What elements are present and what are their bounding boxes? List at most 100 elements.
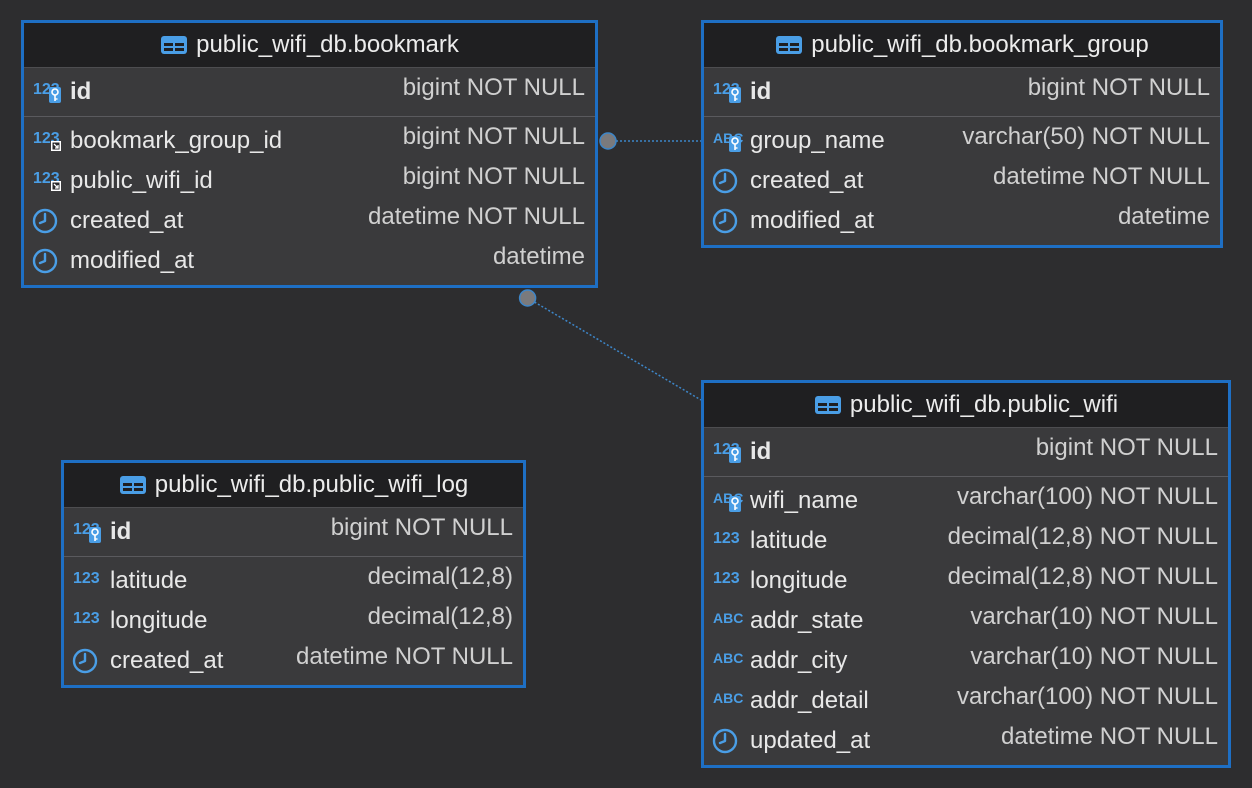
column-type: datetime NOT NULL bbox=[368, 203, 585, 230]
column-type: datetime NOT NULL bbox=[993, 163, 1210, 190]
column-type: datetime bbox=[492, 243, 585, 270]
numeric-key-icon: 123 bbox=[72, 518, 110, 546]
text-icon: ABC bbox=[712, 607, 750, 635]
table-header[interactable]: public_wifi_db.bookmark_group bbox=[704, 23, 1220, 68]
column-name: modified_at bbox=[70, 247, 195, 274]
text-key-icon: ABC bbox=[712, 487, 750, 515]
column-name: id bbox=[750, 78, 772, 105]
column-name: public_wifi_id bbox=[70, 167, 213, 194]
table-title: public_wifi_db.public_wifi bbox=[849, 391, 1119, 418]
column-type: varchar(10) NOT NULL bbox=[970, 603, 1218, 630]
table-title: public_wifi_db.bookmark_group bbox=[811, 31, 1149, 58]
column-type: varchar(10) NOT NULL bbox=[970, 643, 1218, 670]
svg-text:ABC: ABC bbox=[713, 690, 743, 706]
column-name: group_name bbox=[750, 127, 885, 154]
column-row[interactable]: ABC addr_city varchar(10) NOT NULL bbox=[704, 641, 1228, 681]
column-name: latitude bbox=[750, 527, 828, 554]
column-name: updated_at bbox=[750, 727, 871, 754]
column-name: modified_at bbox=[750, 207, 875, 234]
clock-icon bbox=[712, 167, 750, 195]
column-row[interactable]: ABC addr_detail varchar(100) NOT NULL bbox=[704, 681, 1228, 721]
table-icon bbox=[119, 475, 147, 495]
clock-icon bbox=[32, 247, 70, 275]
numeric-foreign-key-icon: 123 bbox=[32, 127, 70, 155]
column-name: addr_detail bbox=[750, 687, 869, 714]
column-row[interactable]: 123 longitude decimal(12,8) bbox=[64, 601, 523, 641]
column-name: addr_city bbox=[750, 647, 848, 674]
text-icon: ABC bbox=[712, 647, 750, 675]
column-name: id bbox=[750, 438, 772, 465]
column-row[interactable]: created_at datetime NOT NULL bbox=[24, 201, 595, 241]
column-type: bigint NOT NULL bbox=[402, 123, 585, 150]
numeric-icon: 123 bbox=[712, 567, 750, 595]
column-row[interactable]: updated_at datetime NOT NULL bbox=[704, 721, 1228, 761]
column-row[interactable]: modified_at datetime bbox=[704, 201, 1220, 241]
column-type: bigint NOT NULL bbox=[330, 514, 513, 541]
numeric-icon: 123 bbox=[712, 527, 750, 555]
svg-text:123: 123 bbox=[73, 570, 100, 587]
numeric-foreign-key-icon: 123 bbox=[32, 167, 70, 195]
clock-icon bbox=[32, 207, 70, 235]
table-header[interactable]: public_wifi_db.public_wifi bbox=[704, 383, 1228, 428]
numeric-key-icon: 123 bbox=[712, 438, 750, 466]
column-type: varchar(100) NOT NULL bbox=[957, 683, 1218, 710]
table-title: public_wifi_db.bookmark bbox=[196, 31, 459, 58]
column-name: wifi_name bbox=[750, 487, 859, 514]
column-type: bigint NOT NULL bbox=[402, 74, 585, 101]
column-type: datetime bbox=[1117, 203, 1210, 230]
numeric-icon: 123 bbox=[72, 567, 110, 595]
text-icon: ABC bbox=[712, 687, 750, 715]
column-row[interactable]: created_at datetime NOT NULL bbox=[704, 161, 1220, 201]
column-name: created_at bbox=[70, 207, 184, 234]
svg-text:123: 123 bbox=[713, 570, 740, 587]
column-name: bookmark_group_id bbox=[70, 127, 283, 154]
column-type: varchar(50) NOT NULL bbox=[962, 123, 1210, 150]
column-name: created_at bbox=[750, 167, 864, 194]
column-row[interactable]: created_at datetime NOT NULL bbox=[64, 641, 523, 681]
svg-text:ABC: ABC bbox=[713, 650, 743, 666]
table-icon bbox=[775, 35, 803, 55]
column-type: bigint NOT NULL bbox=[1035, 434, 1218, 461]
table-header[interactable]: public_wifi_db.bookmark bbox=[24, 23, 595, 68]
column-name: longitude bbox=[750, 567, 848, 594]
table-header[interactable]: public_wifi_db.public_wifi_log bbox=[64, 463, 523, 508]
column-name: longitude bbox=[110, 607, 208, 634]
column-type: decimal(12,8) bbox=[367, 603, 513, 630]
column-type: varchar(100) NOT NULL bbox=[957, 483, 1218, 510]
column-name: id bbox=[70, 78, 92, 105]
table-icon bbox=[160, 35, 188, 55]
column-type: datetime NOT NULL bbox=[296, 643, 513, 670]
column-name: addr_state bbox=[750, 607, 864, 634]
column-row[interactable]: modified_at datetime bbox=[24, 241, 595, 281]
svg-text:123: 123 bbox=[73, 610, 100, 627]
text-key-icon: ABC bbox=[712, 127, 750, 155]
relation-line[interactable] bbox=[527, 297, 702, 401]
column-name: created_at bbox=[110, 647, 224, 674]
column-type: datetime NOT NULL bbox=[1001, 723, 1218, 750]
